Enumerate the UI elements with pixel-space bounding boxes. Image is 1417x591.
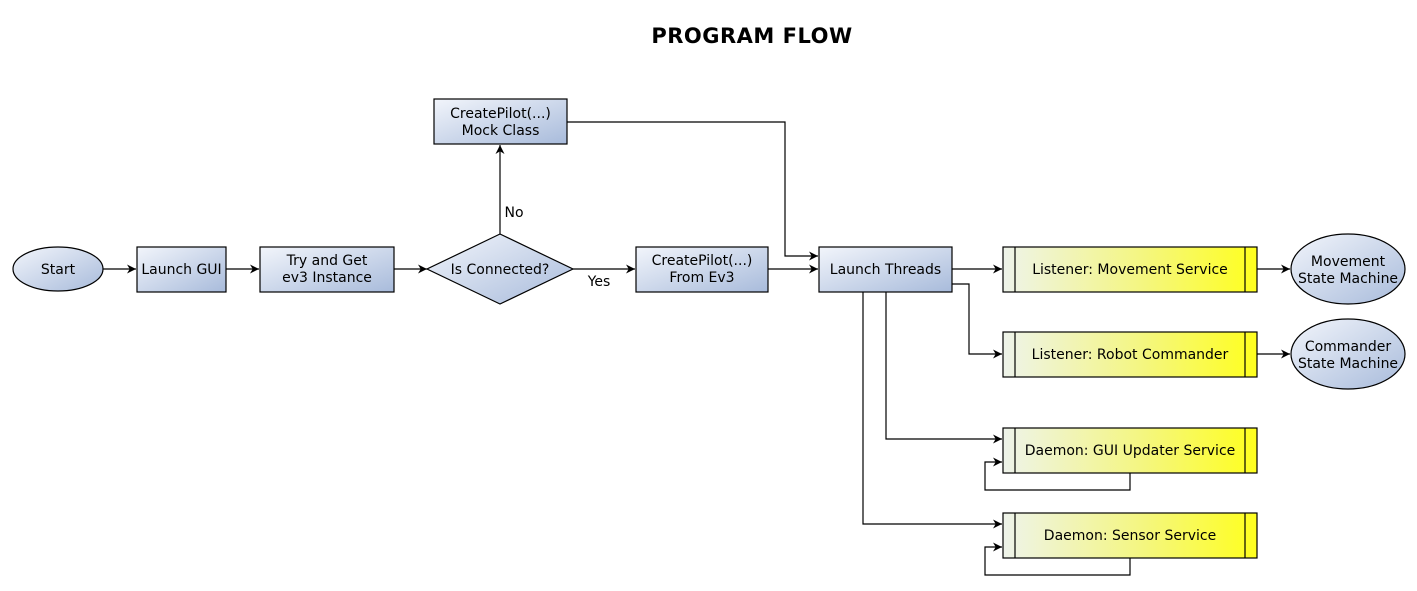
node-create-mock-line2: Mock Class xyxy=(462,123,540,139)
node-listener-movement-label: Listener: Movement Service xyxy=(1032,262,1228,278)
node-launch-threads-label: Launch Threads xyxy=(830,262,941,278)
edge-label-no: No xyxy=(504,205,523,221)
node-movement-sm-line2: State Machine xyxy=(1298,271,1398,287)
node-listener-commander-label: Listener: Robot Commander xyxy=(1032,347,1229,363)
edge-mock-launch-threads xyxy=(567,121,818,261)
node-listener-commander: Listener: Robot Commander xyxy=(1002,331,1258,378)
node-create-ev3-line1: CreatePilot(...) xyxy=(652,253,753,269)
node-listener-movement: Listener: Movement Service xyxy=(1002,246,1258,293)
node-create-mock-line1: CreatePilot(...) xyxy=(450,106,551,122)
node-create-ev3: CreatePilot(...) From Ev3 xyxy=(635,246,769,293)
node-create-ev3-line2: From Ev3 xyxy=(669,270,734,286)
node-is-connected: Is Connected? xyxy=(425,233,575,305)
edge-daemon-sensor-loop xyxy=(984,542,1131,576)
edge-daemon-gui-loop xyxy=(984,457,1131,491)
node-is-connected-label: Is Connected? xyxy=(451,262,550,278)
edges xyxy=(103,121,1290,576)
node-movement-sm-line1: Movement xyxy=(1311,254,1386,270)
node-movement-state-machine: Movement State Machine xyxy=(1290,233,1406,305)
node-try-get-line1: Try and Get xyxy=(286,253,368,269)
node-launch-threads: Launch Threads xyxy=(818,246,953,293)
node-start-label: Start xyxy=(41,262,76,278)
node-launch-gui-label: Launch GUI xyxy=(141,262,221,278)
node-commander-sm-line1: Commander xyxy=(1305,339,1392,355)
edge-label-yes: Yes xyxy=(587,274,611,290)
node-start: Start xyxy=(12,246,104,292)
diagram-title: PROGRAM FLOW xyxy=(651,24,852,48)
node-try-get: Try and Get ev3 Instance xyxy=(259,246,395,293)
node-daemon-sensor: Daemon: Sensor Service xyxy=(1002,512,1258,559)
edge-threads-daemon-gui xyxy=(885,292,1002,444)
node-daemon-gui: Daemon: GUI Updater Service xyxy=(1002,427,1258,474)
node-create-mock: CreatePilot(...) Mock Class xyxy=(433,98,568,145)
node-daemon-sensor-label: Daemon: Sensor Service xyxy=(1044,528,1216,544)
edge-threads-listener-commander xyxy=(952,283,1002,359)
node-try-get-line2: ev3 Instance xyxy=(282,270,372,286)
node-commander-sm-line2: State Machine xyxy=(1298,356,1398,372)
node-daemon-gui-label: Daemon: GUI Updater Service xyxy=(1025,443,1236,459)
edge-threads-daemon-sensor xyxy=(862,292,1002,529)
node-commander-state-machine: Commander State Machine xyxy=(1290,318,1406,390)
node-launch-gui: Launch GUI xyxy=(136,246,227,293)
